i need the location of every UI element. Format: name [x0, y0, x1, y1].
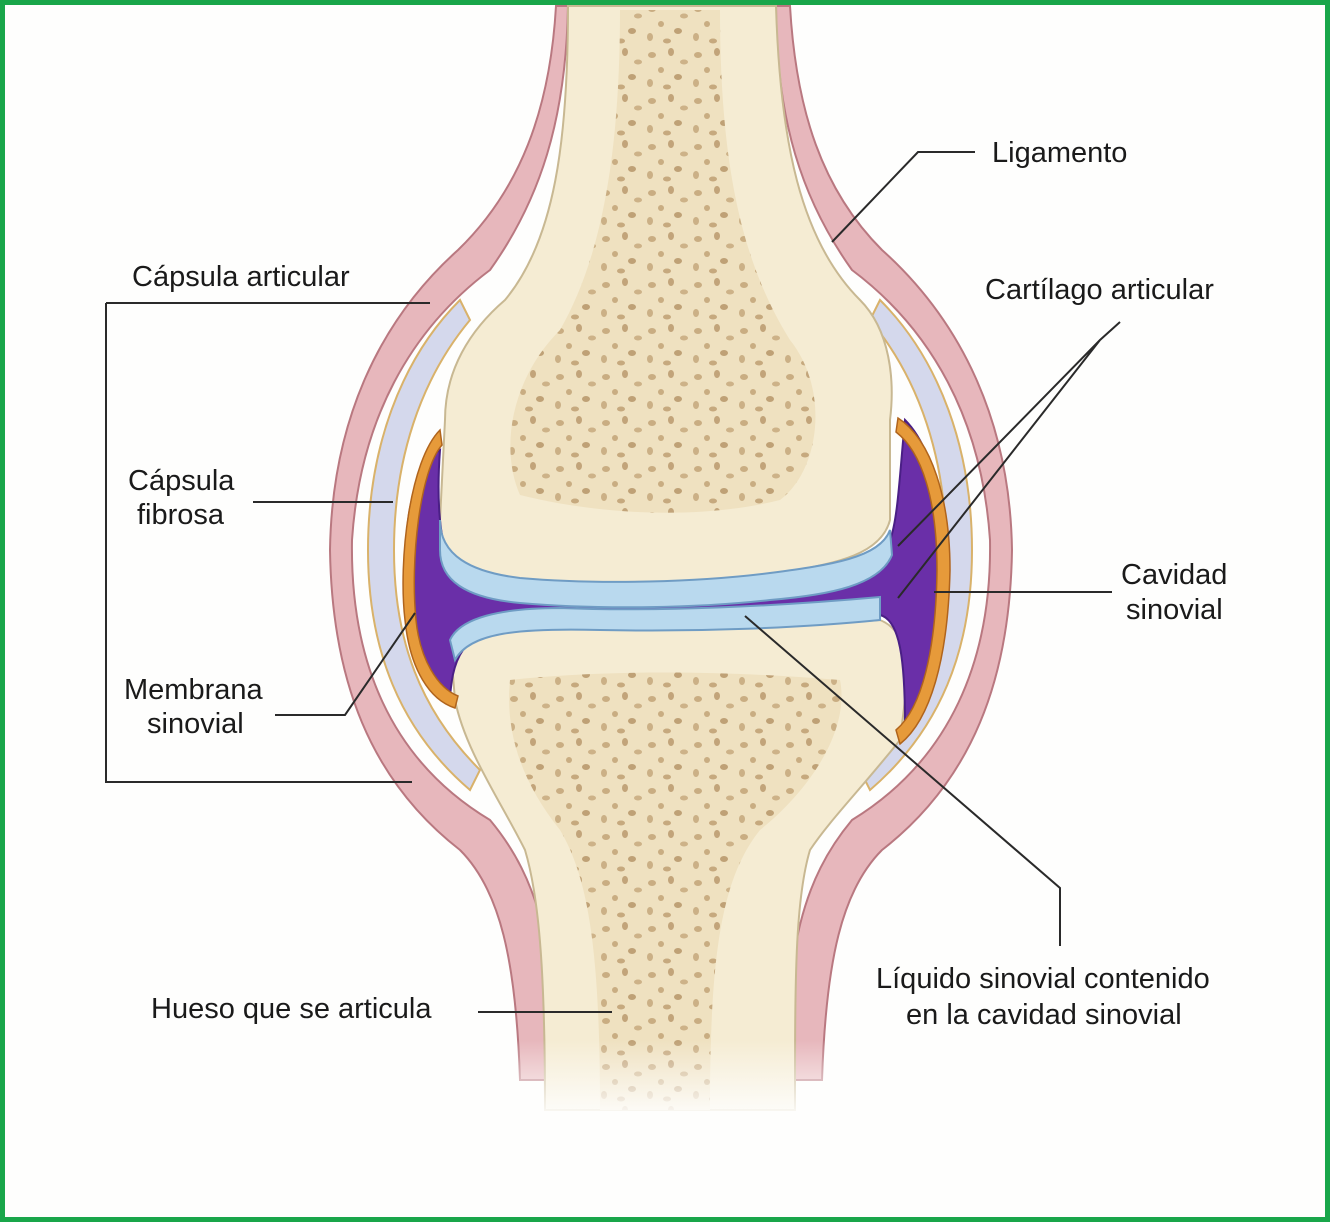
- label-capsula-fibrosa-1: Cápsula: [128, 465, 235, 497]
- bone-fade: [500, 1040, 840, 1120]
- label-ligamento: Ligamento: [992, 137, 1127, 169]
- label-membrana-sinovial-2: sinovial: [147, 708, 244, 740]
- label-liquido-sinovial-2: en la cavidad sinovial: [906, 999, 1182, 1031]
- label-cartilago-articular: Cartílago articular: [985, 274, 1214, 306]
- label-hueso: Hueso que se articula: [151, 993, 432, 1025]
- label-capsula-fibrosa-2: fibrosa: [137, 499, 225, 531]
- label-liquido-sinovial-1: Líquido sinovial contenido: [876, 963, 1210, 995]
- label-capsula-articular: Cápsula articular: [132, 261, 350, 293]
- label-cavidad-sinovial-1: Cavidad: [1121, 559, 1227, 591]
- label-membrana-sinovial-1: Membrana: [124, 674, 263, 706]
- label-cavidad-sinovial-2: sinovial: [1126, 594, 1223, 626]
